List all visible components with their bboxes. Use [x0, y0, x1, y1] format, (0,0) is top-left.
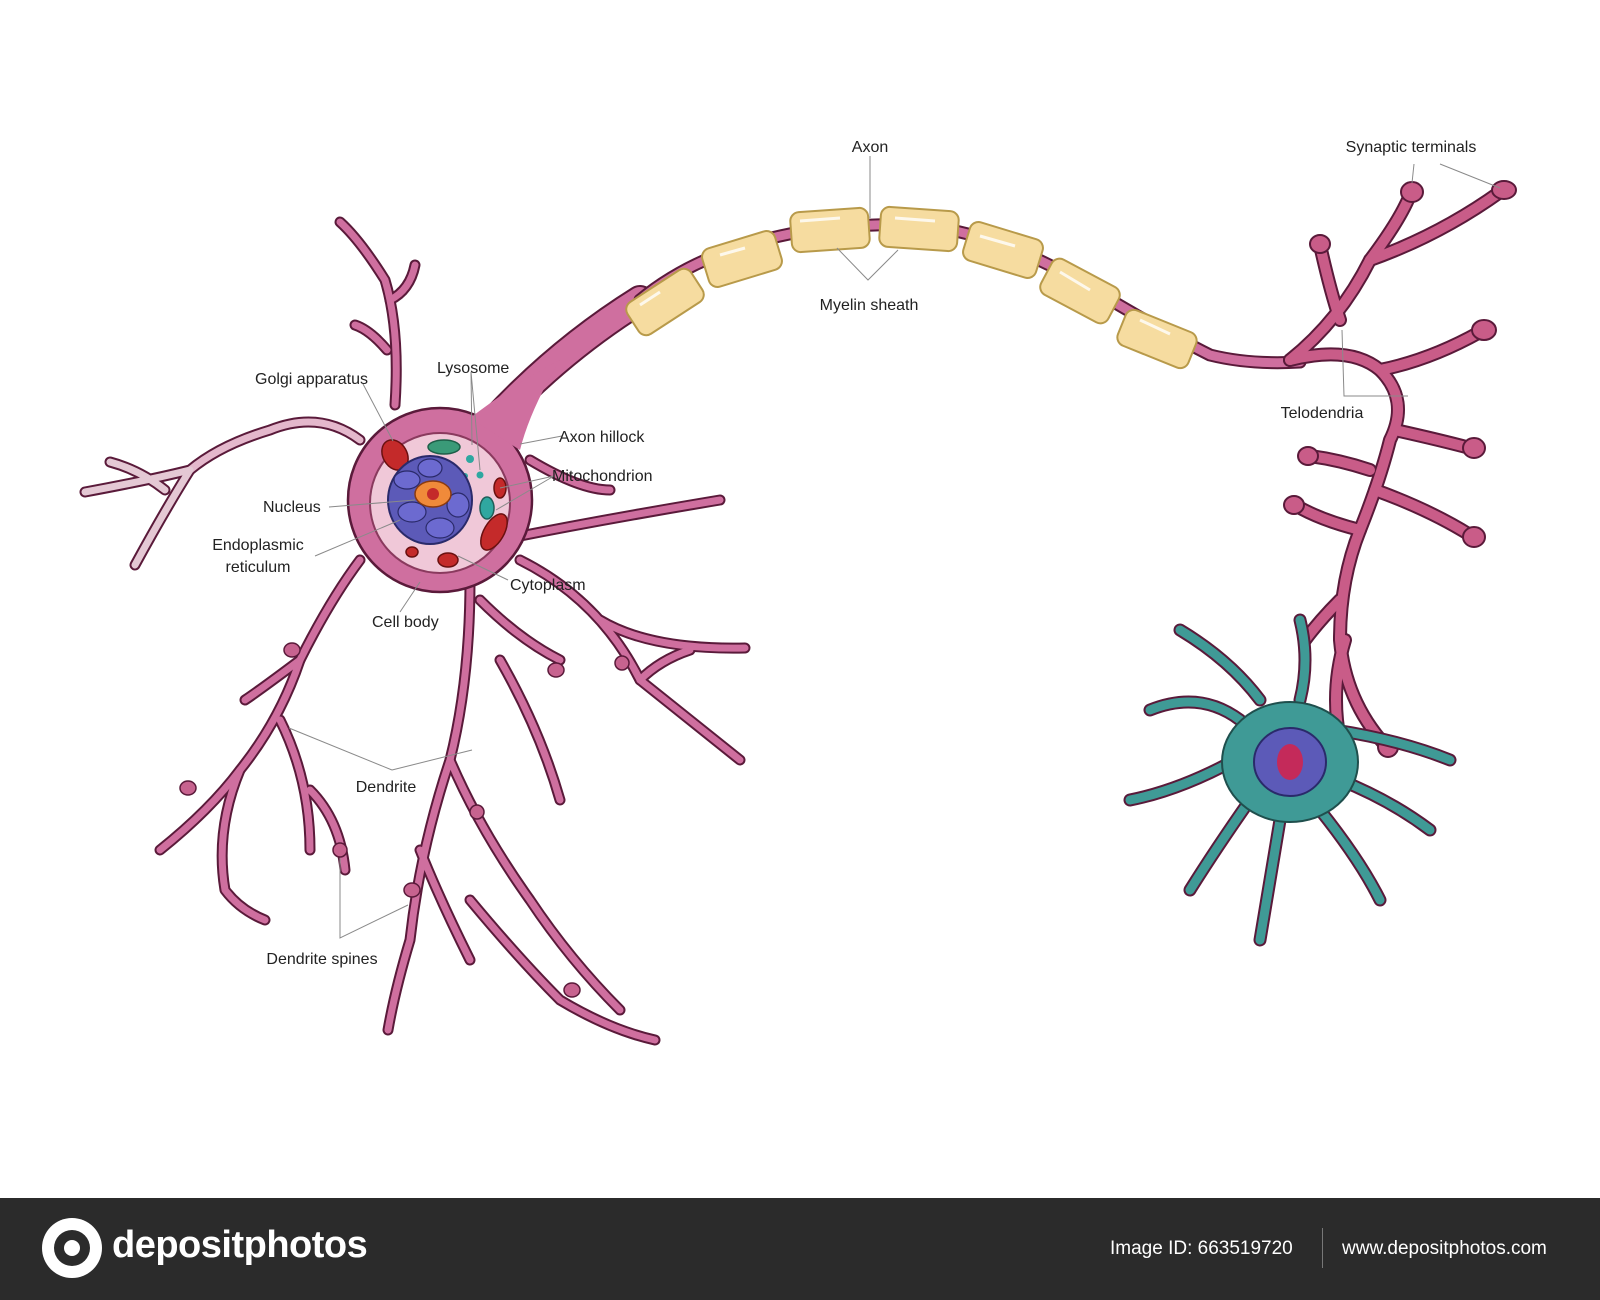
label-cytoplasm: Cytoplasm — [510, 577, 586, 594]
watermark-footer: depositphotos Image ID: 663519720 www.de… — [0, 1198, 1600, 1300]
label-reticulum: reticulum — [226, 559, 291, 576]
leader-lines — [288, 156, 1501, 939]
label-axon: Axon — [852, 139, 888, 156]
myelin-sheath — [625, 205, 1198, 370]
label-synaptic-terminals: Synaptic terminals — [1346, 139, 1477, 156]
nucleus-er — [387, 455, 473, 545]
dendrites — [79, 216, 751, 1046]
label-endoplasmic: Endoplasmic — [212, 537, 304, 554]
image-id: Image ID: 663519720 — [1110, 1238, 1293, 1259]
label-myelin-sheath: Myelin sheath — [820, 297, 919, 314]
label-telodendria: Telodendria — [1281, 405, 1364, 422]
target-cell — [1123, 613, 1457, 947]
labels: Axon Synaptic terminals Myelin sheath Te… — [212, 139, 1476, 968]
telodendria — [1283, 180, 1517, 758]
diagram-area: Axon Synaptic terminals Myelin sheath Te… — [79, 139, 1517, 1046]
neuron-diagram: Axon Synaptic terminals Myelin sheath Te… — [79, 139, 1517, 1046]
label-cell-body: Cell body — [372, 614, 439, 631]
cell-body — [346, 360, 560, 594]
label-dendrite: Dendrite — [356, 779, 417, 796]
website-url: www.depositphotos.com — [1342, 1238, 1547, 1259]
logo-text: depositphotos — [112, 1224, 368, 1266]
footer-divider — [1322, 1228, 1323, 1268]
label-mitochondrion: Mitochondrion — [552, 468, 653, 485]
camera-logo-icon — [42, 1218, 102, 1278]
label-lysosome: Lysosome — [437, 360, 509, 377]
label-nucleus: Nucleus — [263, 499, 321, 516]
synaptic-terminals — [1283, 180, 1517, 758]
label-axon-hillock: Axon hillock — [559, 429, 645, 446]
axon — [480, 218, 1307, 435]
label-golgi-apparatus: Golgi apparatus — [255, 371, 368, 388]
label-dendrite-spines: Dendrite spines — [266, 951, 377, 968]
